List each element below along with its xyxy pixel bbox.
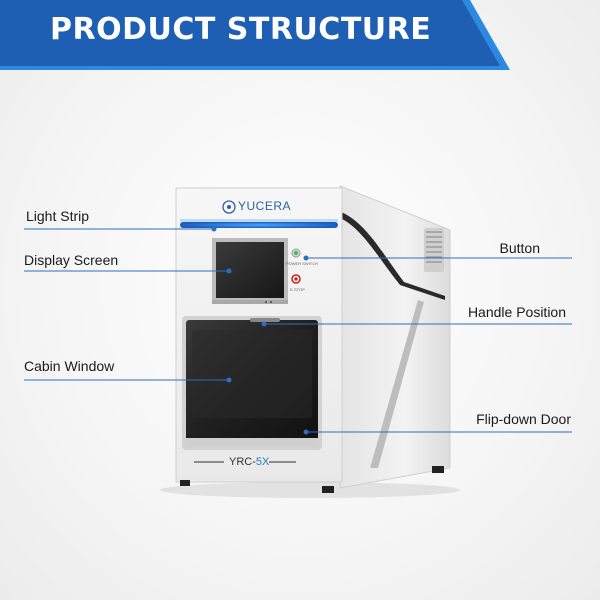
label-light-strip: Light Strip (26, 208, 90, 224)
door-bottom-strip (186, 438, 318, 446)
marker-light-strip (211, 226, 217, 232)
foot-right (432, 466, 444, 473)
display-base (212, 300, 288, 304)
marker-handle-position (261, 321, 267, 327)
marker-cabin-window (226, 377, 232, 383)
window-reflection (192, 330, 312, 418)
label-button: Button (499, 240, 540, 256)
side-accent-line (322, 208, 445, 300)
label-display-screen: Display Screen (24, 252, 119, 268)
foot-center (322, 486, 334, 493)
brand-logo-icon (222, 200, 236, 214)
brand-name: YUCERA (238, 199, 292, 213)
label-cabin-window: Cabin Window (24, 358, 115, 374)
brand-logo-dot (227, 205, 231, 209)
header-banner: PRODUCT STRUCTURE (0, 0, 600, 70)
display-screen (216, 242, 284, 298)
estop-caption: E-STOP (290, 287, 305, 292)
vent-grille (424, 228, 444, 272)
floor-shadow (160, 482, 460, 498)
label-flip-down-door: Flip-down Door (476, 411, 571, 427)
marker-display-screen (226, 268, 232, 274)
marker-button (303, 255, 309, 261)
label-handle-position: Handle Position (467, 304, 566, 320)
model-name: YRC-5X (229, 456, 269, 468)
foot-left (180, 480, 190, 486)
marker-flip-down-door (303, 429, 309, 435)
model-prefix: YRC- (229, 456, 256, 468)
model-suffix: 5X (255, 456, 270, 468)
side-crease (370, 300, 424, 468)
light-strip-glow (180, 219, 338, 222)
power-switch-caption: POWER SWITCH (286, 261, 318, 266)
banner-shape (0, 0, 510, 70)
door-handle (250, 318, 280, 322)
light-strip (180, 222, 338, 228)
page-title: PRODUCT STRUCTURE (50, 12, 432, 47)
